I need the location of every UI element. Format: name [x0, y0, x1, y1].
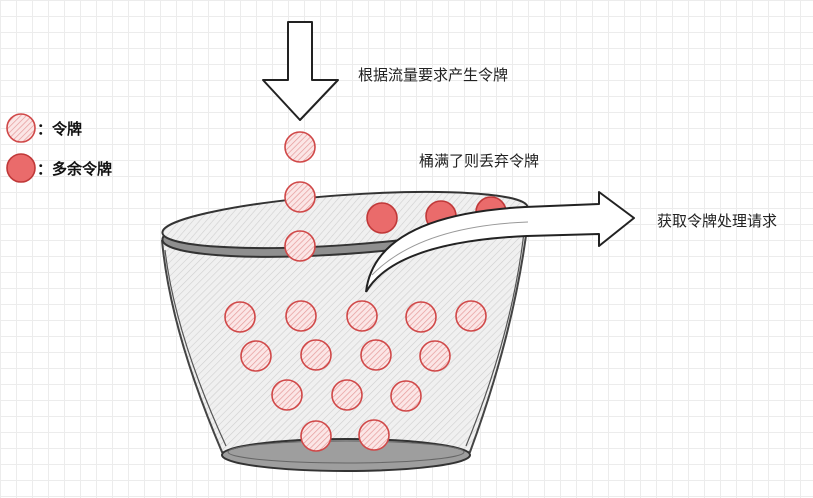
legend-excess-token-label: ：多余令牌 — [37, 160, 113, 178]
token — [455, 300, 487, 332]
legend-token-label: ：令牌 — [37, 120, 83, 138]
token — [285, 300, 317, 332]
token — [271, 379, 303, 411]
token — [240, 340, 272, 372]
token — [300, 339, 332, 371]
legend-token-icon — [6, 113, 36, 143]
bucket — [161, 219, 529, 472]
process-arrow-icon — [365, 191, 635, 293]
token — [390, 380, 422, 412]
generate-tokens-label: 根据流量要求产生令牌 — [358, 66, 509, 84]
token — [224, 301, 256, 333]
token — [284, 181, 316, 213]
token — [419, 340, 451, 372]
token — [284, 230, 316, 262]
discard-tokens-label: 桶满了则丢弃令牌 — [419, 152, 540, 170]
excess-token — [366, 202, 398, 234]
token — [346, 300, 378, 332]
down-arrow-icon — [262, 21, 339, 121]
token — [284, 131, 316, 163]
token — [405, 301, 437, 333]
legend-excess-token-icon — [6, 153, 36, 183]
token — [331, 379, 363, 411]
token — [360, 339, 392, 371]
token — [300, 420, 332, 452]
token — [358, 419, 390, 451]
incoming-tokens — [284, 131, 316, 262]
bucket-tokens — [224, 300, 487, 452]
bucket-bottom — [221, 438, 471, 472]
process-requests-label: 获取令牌处理请求 — [657, 212, 778, 230]
